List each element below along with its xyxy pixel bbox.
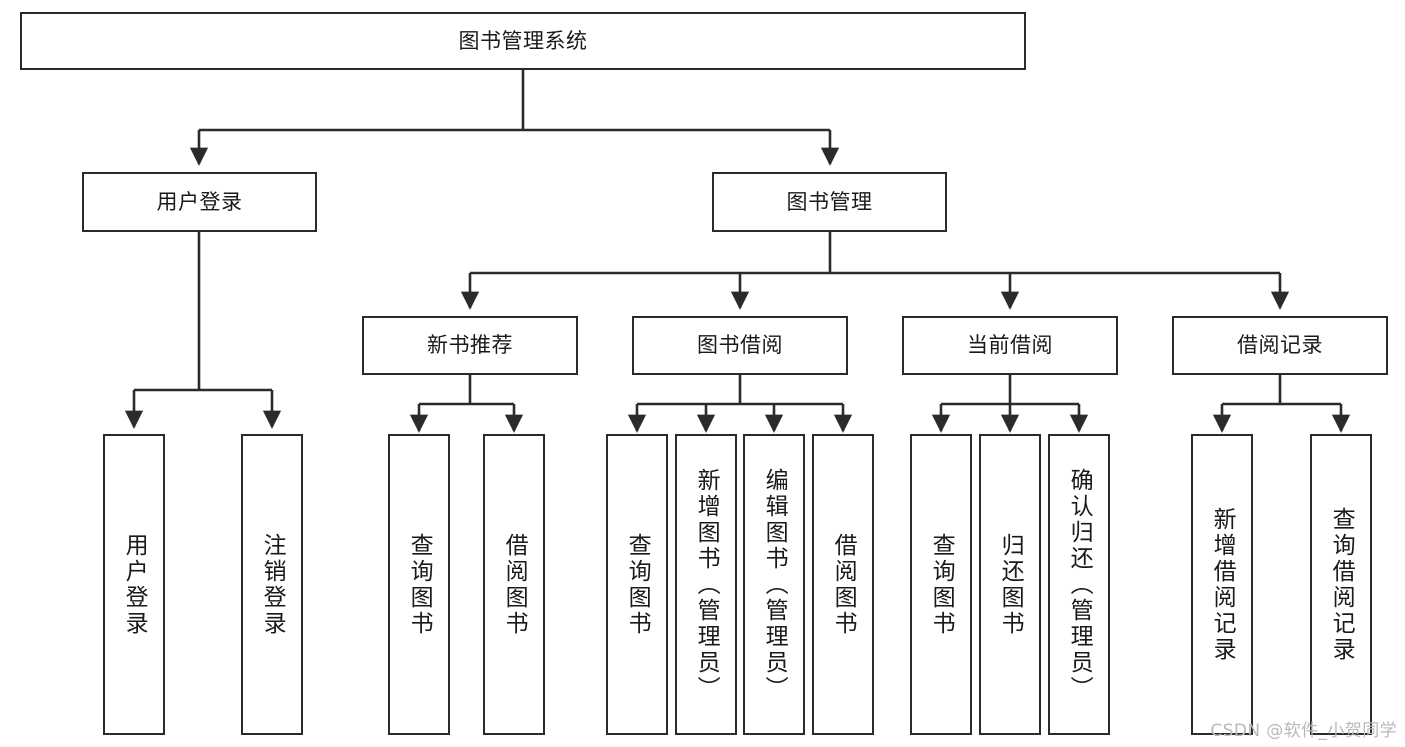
node-label: 编辑图书（管理员） bbox=[761, 467, 788, 702]
node-label: 图书借阅 bbox=[697, 333, 783, 358]
leaf-confirm-return-admin[interactable]: 确认归还（管理员） bbox=[1048, 434, 1110, 735]
leaf-logout[interactable]: 注销登录 bbox=[241, 434, 303, 735]
node-label: 归还图书 bbox=[997, 532, 1024, 637]
node-label: 用户登录 bbox=[156, 189, 243, 214]
node-label: 查询图书 bbox=[406, 532, 433, 637]
leaf-add-borrow-record[interactable]: 新增借阅记录 bbox=[1191, 434, 1253, 735]
leaf-return-book[interactable]: 归还图书 bbox=[979, 434, 1041, 735]
leaf-user-login[interactable]: 用户登录 bbox=[103, 434, 165, 735]
leaf-query-borrow-record[interactable]: 查询借阅记录 bbox=[1310, 434, 1372, 735]
leaf-query-book-recommend[interactable]: 查询图书 bbox=[388, 434, 450, 735]
node-book-borrow[interactable]: 图书借阅 bbox=[632, 316, 848, 375]
node-label: 新书推荐 bbox=[427, 333, 513, 358]
node-label: 图书管理 bbox=[786, 189, 873, 214]
node-label: 新增借阅记录 bbox=[1209, 506, 1236, 663]
node-label: 用户登录 bbox=[121, 532, 148, 637]
node-label: 注销登录 bbox=[259, 532, 286, 637]
node-label: 借阅图书 bbox=[830, 532, 857, 637]
watermark: CSDN @软件_小贺同学 bbox=[1210, 721, 1397, 741]
leaf-add-book-admin[interactable]: 新增图书（管理员） bbox=[675, 434, 737, 735]
node-borrow-record[interactable]: 借阅记录 bbox=[1172, 316, 1388, 375]
node-label: 借阅图书 bbox=[501, 532, 528, 637]
node-label: 当前借阅 bbox=[967, 333, 1053, 358]
node-label: 查询借阅记录 bbox=[1328, 506, 1355, 663]
node-label: 确认归还（管理员） bbox=[1066, 467, 1093, 702]
leaf-borrow-book-recommend[interactable]: 借阅图书 bbox=[483, 434, 545, 735]
leaf-query-book-current[interactable]: 查询图书 bbox=[910, 434, 972, 735]
node-root-system[interactable]: 图书管理系统 bbox=[20, 12, 1026, 70]
node-user-login[interactable]: 用户登录 bbox=[82, 172, 317, 232]
leaf-query-book-borrow[interactable]: 查询图书 bbox=[606, 434, 668, 735]
node-label: 查询图书 bbox=[928, 532, 955, 637]
node-label: 图书管理系统 bbox=[458, 28, 588, 53]
node-label: 查询图书 bbox=[624, 532, 651, 637]
node-current-borrow[interactable]: 当前借阅 bbox=[902, 316, 1118, 375]
leaf-borrow-book[interactable]: 借阅图书 bbox=[812, 434, 874, 735]
node-label: 新增图书（管理员） bbox=[693, 467, 720, 702]
node-book-management[interactable]: 图书管理 bbox=[712, 172, 947, 232]
node-label: 借阅记录 bbox=[1237, 333, 1323, 358]
node-new-book-recommend[interactable]: 新书推荐 bbox=[362, 316, 578, 375]
leaf-edit-book-admin[interactable]: 编辑图书（管理员） bbox=[743, 434, 805, 735]
